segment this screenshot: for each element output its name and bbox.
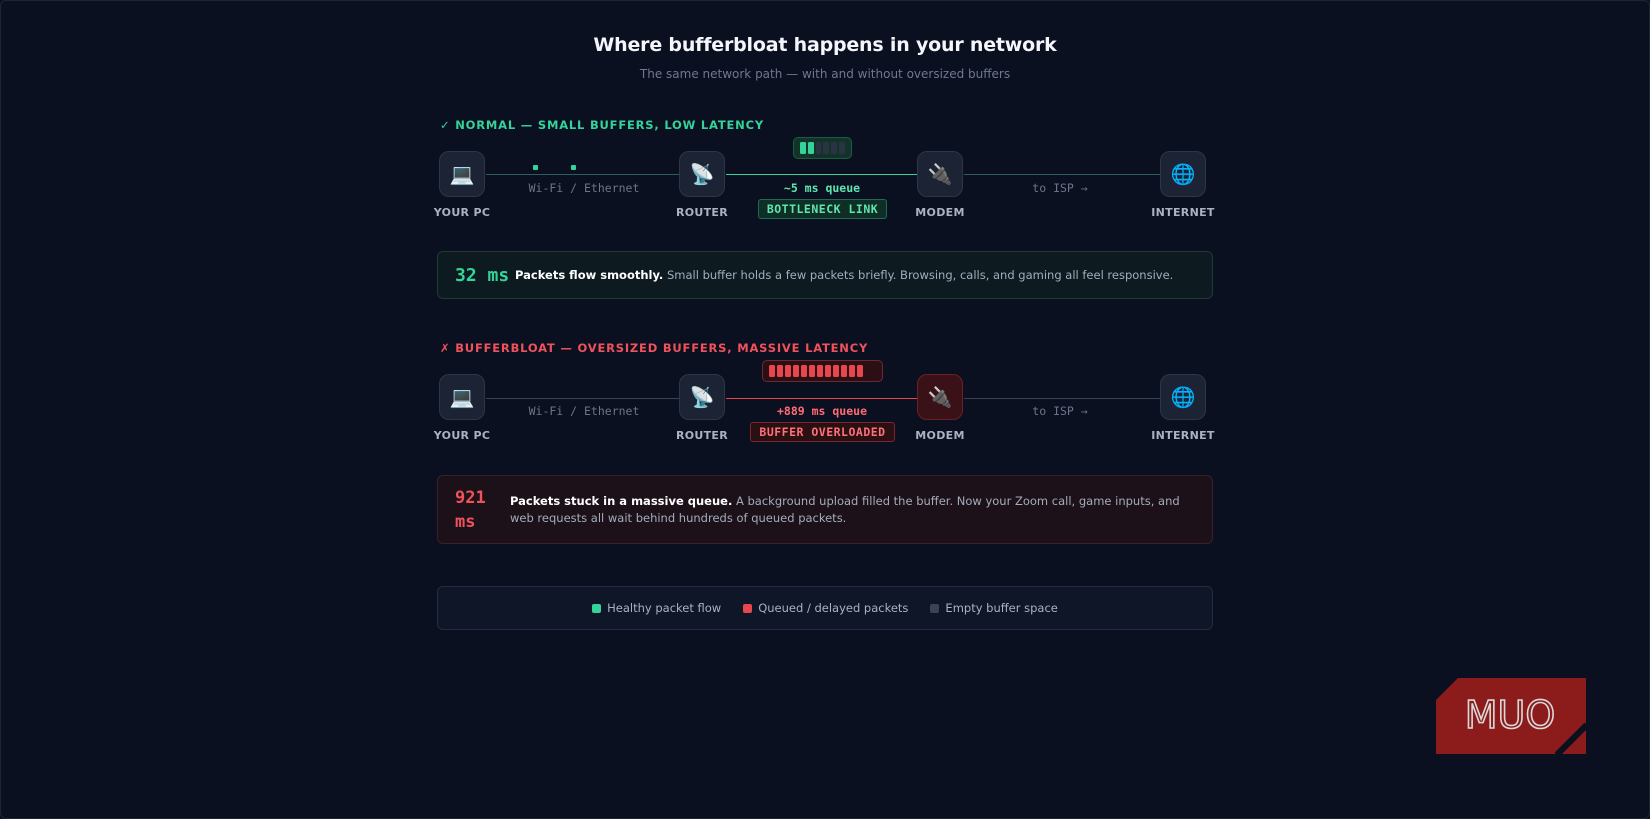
buffer-slot-filled xyxy=(793,365,799,377)
buffer-slot-filled xyxy=(769,365,775,377)
buffer-slot-empty xyxy=(823,142,830,154)
buffer-overloaded-badge: BUFFER OVERLOADED xyxy=(750,422,895,442)
bloat-link-router-modem xyxy=(726,398,918,399)
page-title: Where bufferbloat happens in your networ… xyxy=(593,34,1057,56)
pc-node: 💻 xyxy=(439,374,485,420)
buffer-slot-filled xyxy=(817,365,823,377)
normal-buffer-meter xyxy=(793,137,852,159)
healthy-swatch xyxy=(592,603,602,613)
bloat-description: Packets stuck in a massive queue. A back… xyxy=(510,493,1180,525)
wifi-link-label: Wi-Fi / Ethernet xyxy=(528,181,640,195)
router-label: ROUTER xyxy=(675,429,729,442)
router-node: 📡 xyxy=(679,374,725,420)
plug-icon: 🔌 xyxy=(927,162,953,186)
buffer-slot-filled xyxy=(825,365,831,377)
bottleneck-badge: BOTTLENECK LINK xyxy=(758,199,887,219)
globe-icon: 🌐 xyxy=(1170,162,1196,186)
legend-empty: Empty buffer space xyxy=(930,601,1058,615)
satellite-dish-icon: 📡 xyxy=(689,162,715,186)
laptop-icon: 💻 xyxy=(449,162,475,186)
globe-icon: 🌐 xyxy=(1170,385,1196,409)
isp-link-label: to ISP → xyxy=(1032,181,1088,195)
pc-node: 💻 xyxy=(439,151,485,197)
plug-icon: 🔌 xyxy=(927,385,953,409)
wifi-link-label: Wi-Fi / Ethernet xyxy=(528,404,640,418)
bloat-queue-text: +889 ms queue xyxy=(776,404,867,418)
bloat-link-modem-isp xyxy=(964,398,1160,399)
modem-label: MODEM xyxy=(915,206,965,219)
normal-info-box: 32 ms Packets flow smoothly. Small buffe… xyxy=(437,251,1213,299)
legend: Healthy packet flow Queued / delayed pac… xyxy=(437,586,1213,630)
legend-queued: Queued / delayed packets xyxy=(743,601,908,615)
buffer-slot-filled xyxy=(807,142,814,154)
bloat-section-label: ✗ BUFFERBLOAT — OVERSIZED BUFFERS, MASSI… xyxy=(440,341,869,355)
satellite-dish-icon: 📡 xyxy=(689,385,715,409)
healthy-packet xyxy=(533,165,538,170)
buffer-slot-filled xyxy=(785,365,791,377)
internet-node: 🌐 xyxy=(1160,374,1206,420)
normal-link-pc-router xyxy=(486,174,680,175)
legend-healthy: Healthy packet flow xyxy=(592,601,721,615)
buffer-slot-empty xyxy=(831,142,838,154)
isp-link-label: to ISP → xyxy=(1032,404,1088,418)
normal-link-modem-isp xyxy=(964,174,1160,175)
normal-section-label: ✓ NORMAL — SMALL BUFFERS, LOW LATENCY xyxy=(440,118,764,132)
buffer-slot-empty xyxy=(815,142,822,154)
buffer-slot-filled xyxy=(800,142,806,154)
buffer-slot-filled xyxy=(809,365,815,377)
modem-node: 🔌 xyxy=(917,151,963,197)
buffer-slot-filled xyxy=(841,365,847,377)
normal-queue-text: ~5 ms queue xyxy=(783,181,861,195)
pc-label: YOUR PC xyxy=(433,429,491,442)
normal-description: Packets flow smoothly. Small buffer hold… xyxy=(515,267,1174,282)
router-node: 📡 xyxy=(679,151,725,197)
bloat-latency-value: 921 ms xyxy=(455,487,486,532)
normal-latency-value: 32 ms xyxy=(455,264,510,286)
healthy-packet xyxy=(571,165,576,170)
svg-text:MUO: MUO xyxy=(1465,693,1556,737)
buffer-slot-filled xyxy=(801,365,807,377)
modem-node-overloaded: 🔌 xyxy=(917,374,963,420)
laptop-icon: 💻 xyxy=(449,385,475,409)
bloat-info-box: 921 ms Packets stuck in a massive queue.… xyxy=(437,475,1213,544)
router-label: ROUTER xyxy=(675,206,729,219)
buffer-slot-filled xyxy=(857,365,863,377)
bloat-link-pc-router xyxy=(486,398,680,399)
internet-label: INTERNET xyxy=(1151,206,1215,219)
empty-swatch xyxy=(930,603,940,613)
buffer-slot-filled xyxy=(833,365,839,377)
internet-label: INTERNET xyxy=(1151,429,1215,442)
page-subtitle: The same network path — with and without… xyxy=(639,67,1011,81)
internet-node: 🌐 xyxy=(1160,151,1206,197)
buffer-slot-filled xyxy=(777,365,783,377)
muo-logo: MUO xyxy=(1436,678,1586,754)
modem-label: MODEM xyxy=(915,429,965,442)
buffer-slot-filled xyxy=(849,365,855,377)
pc-label: YOUR PC xyxy=(433,206,491,219)
queued-swatch xyxy=(743,603,753,613)
bloat-buffer-meter xyxy=(762,360,883,382)
buffer-slot-empty xyxy=(839,142,845,154)
normal-link-router-modem xyxy=(726,174,918,175)
